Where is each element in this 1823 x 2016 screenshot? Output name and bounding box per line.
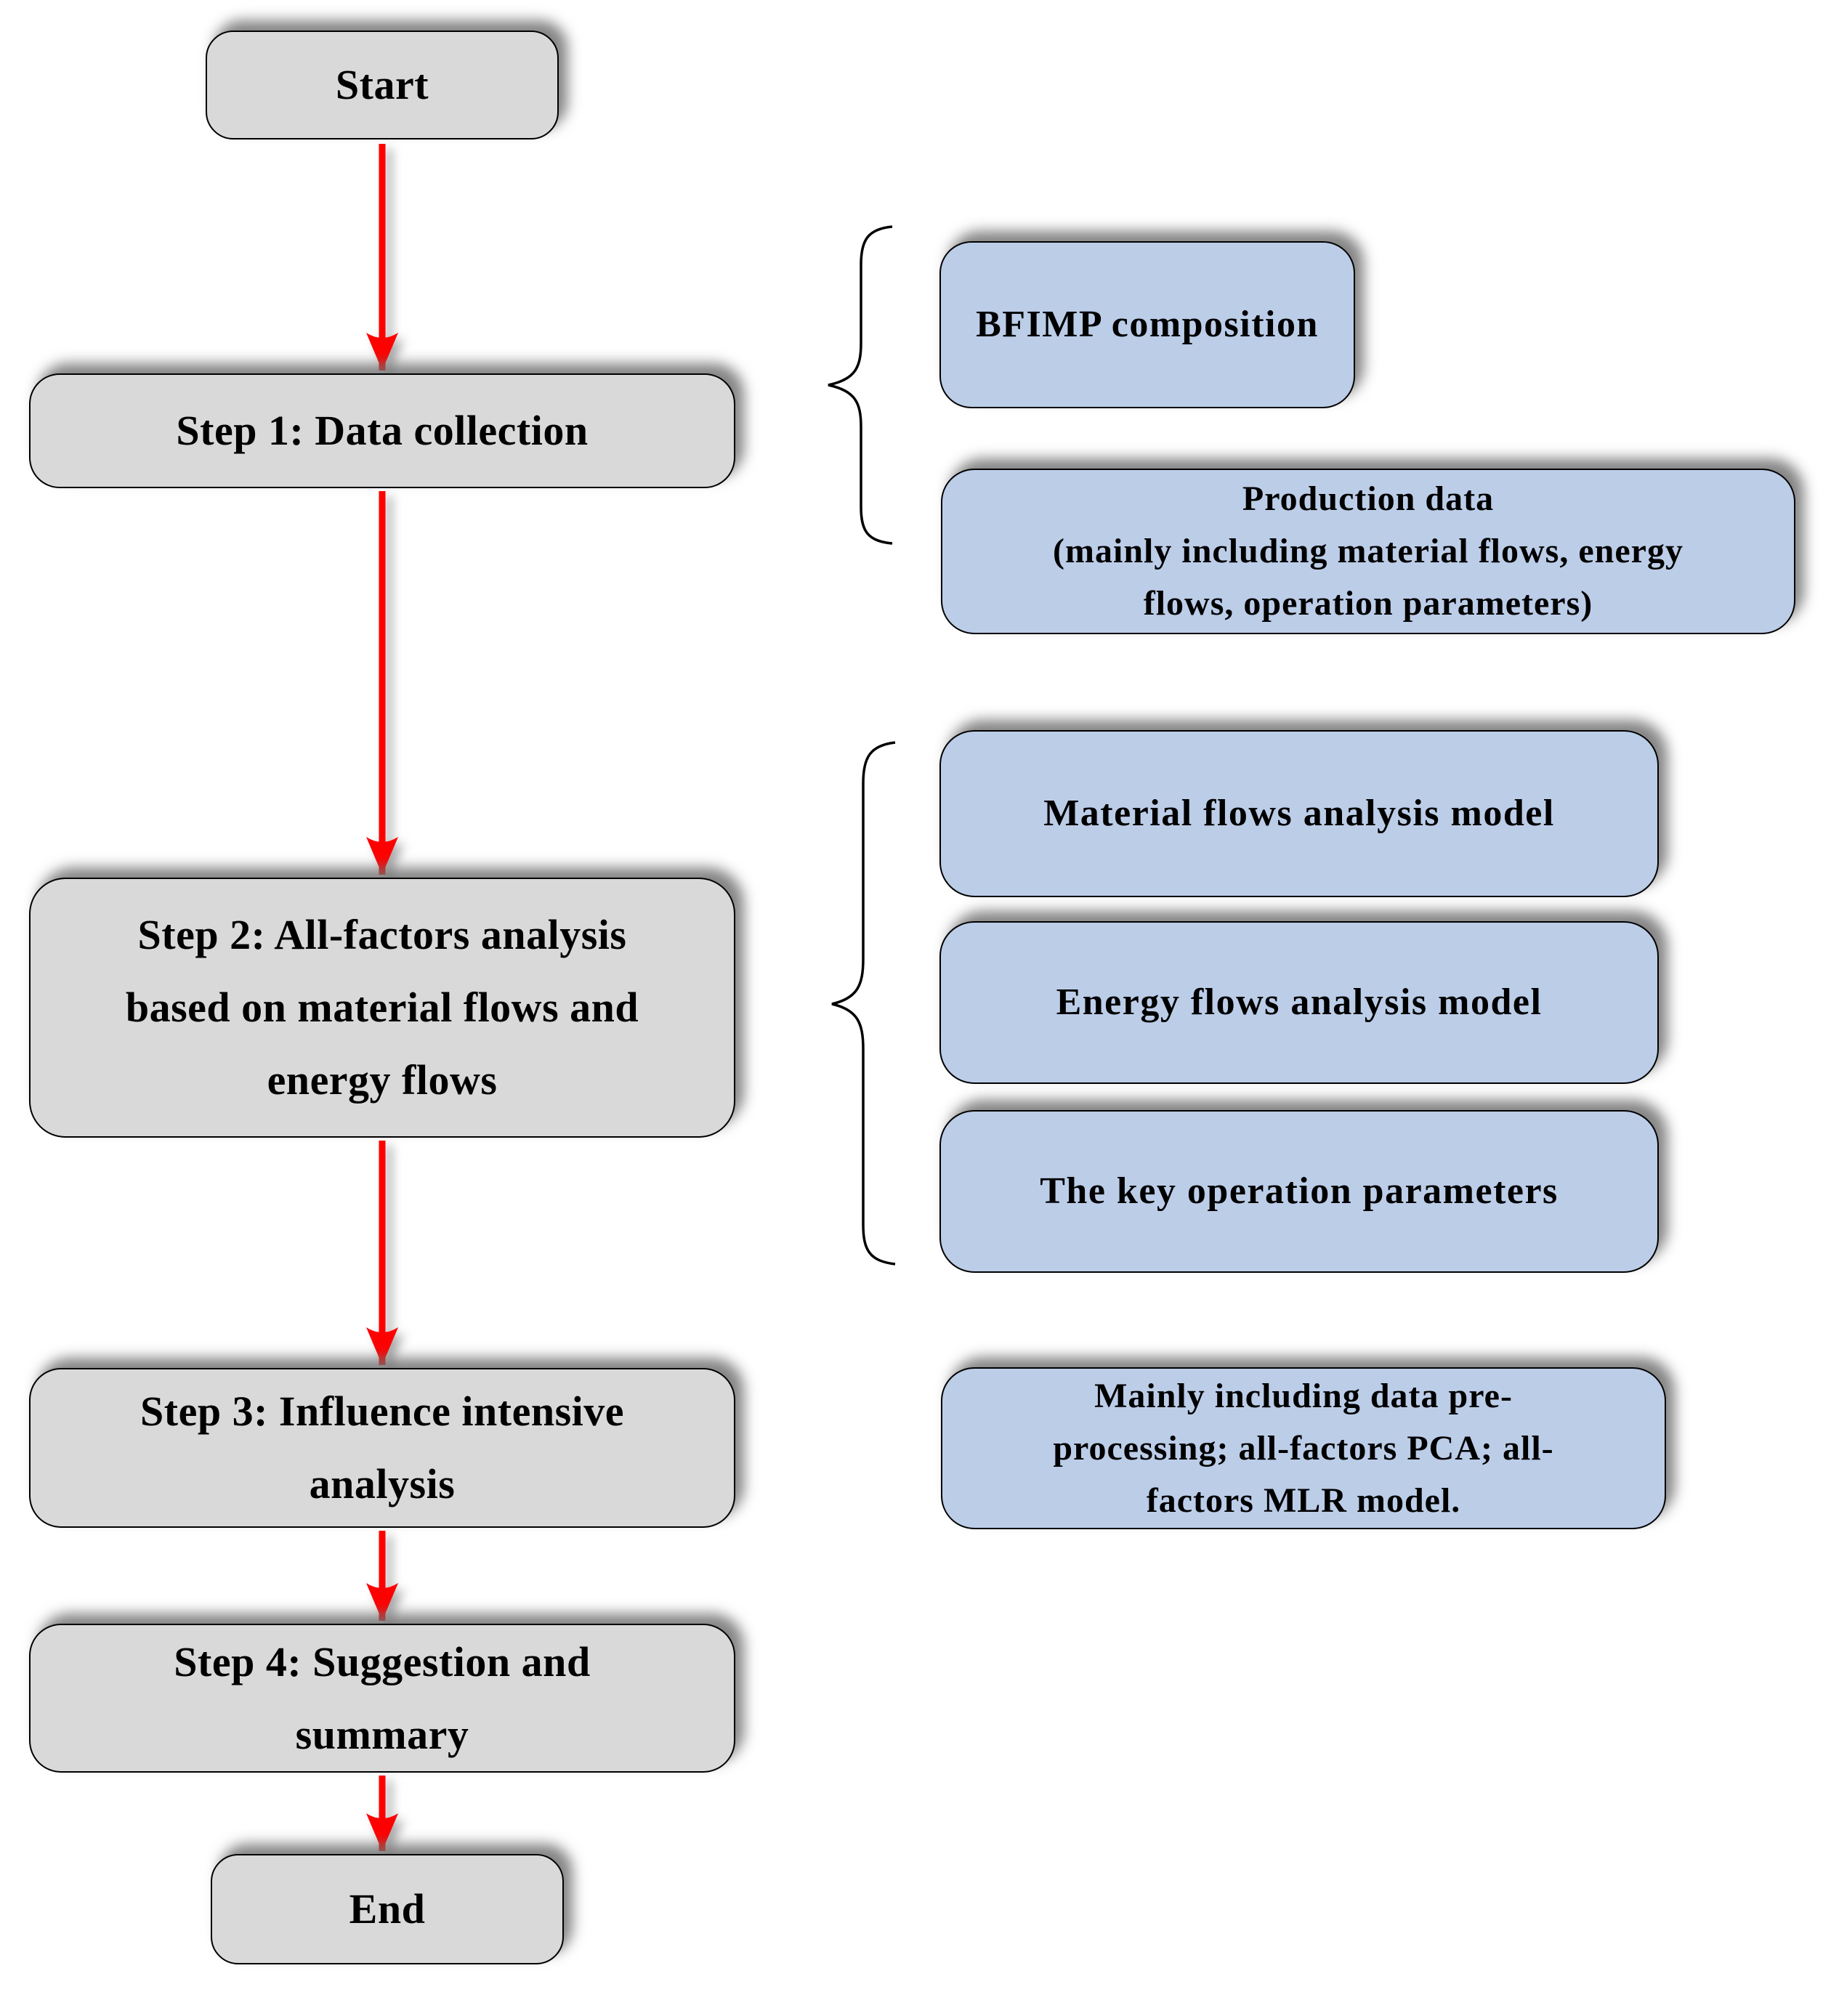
node-step3-label: Step 3: Influence intensive analysis [140,1388,624,1507]
annotation-mainly-including: Mainly including data pre- processing; a… [941,1367,1666,1529]
node-step2: Step 2: All-factors analysis based on ma… [29,878,735,1138]
annotation-bfimp-composition-label: BFIMP composition [976,303,1319,345]
annotation-key-operation-parameters: The key operation parameters [939,1110,1659,1273]
node-step4: Step 4: Suggestion and summary [29,1624,735,1773]
annotation-mainly-including-label: Mainly including data pre- processing; a… [1053,1376,1554,1520]
annotation-material-flows-model: Material flows analysis model [939,730,1659,897]
node-start-label: Start [335,61,429,109]
annotation-bfimp-composition: BFIMP composition [939,241,1355,408]
annotation-energy-flows-model: Energy flows analysis model [939,921,1659,1084]
brace-step1-inputs [828,225,893,545]
node-step1-label: Step 1: Data collection [176,407,589,455]
node-step1: Step 1: Data collection [29,373,735,488]
brace-step2-inputs [831,741,896,1266]
node-end-label: End [349,1885,426,1933]
node-end: End [211,1854,564,1964]
node-step4-label: Step 4: Suggestion and summary [174,1638,591,1758]
node-step3: Step 3: Influence intensive analysis [29,1368,735,1528]
node-start: Start [206,31,559,139]
annotation-production-data-label: Production data (mainly including materi… [1053,479,1683,623]
annotation-key-operation-parameters-label: The key operation parameters [1040,1170,1559,1212]
annotation-energy-flows-model-label: Energy flows analysis model [1056,981,1543,1023]
annotation-production-data: Production data (mainly including materi… [941,469,1795,634]
node-step2-label: Step 2: All-factors analysis based on ma… [125,911,639,1104]
annotation-material-flows-model-label: Material flows analysis model [1043,792,1555,834]
